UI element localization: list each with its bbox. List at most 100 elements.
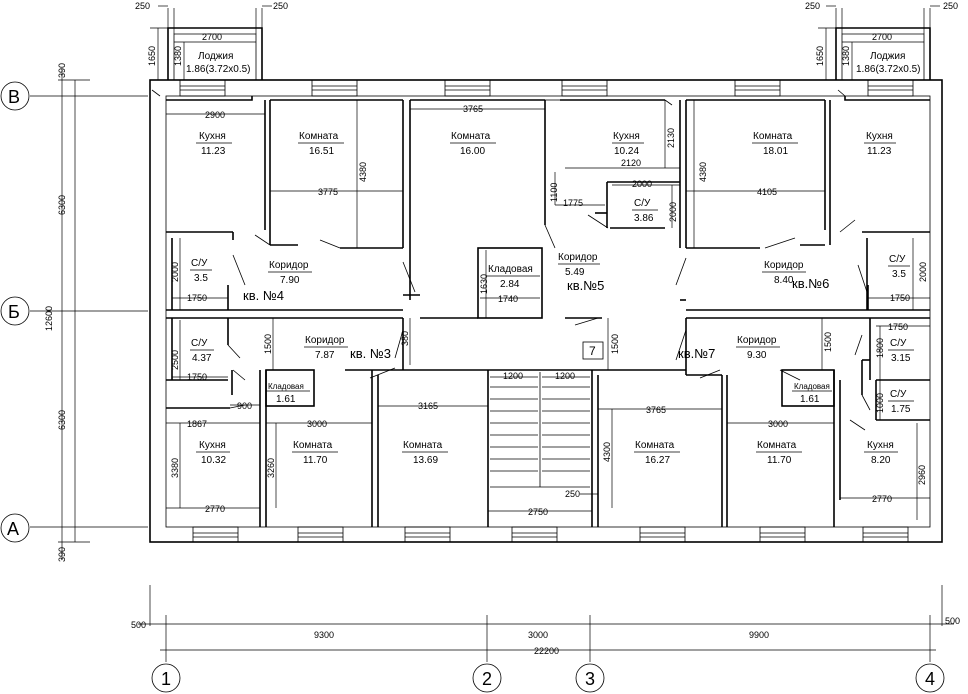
room-area-16: 1.61 <box>276 394 296 405</box>
dim-3260: 3260 <box>266 458 276 478</box>
room-name-11: Коридор <box>558 252 598 263</box>
dim-loggia-r-1650: 1650 <box>815 46 825 66</box>
dim-3000b: 3000 <box>768 419 788 429</box>
left-dimension-chain <box>30 70 148 560</box>
windows-bottom <box>192 526 909 543</box>
room-area-21: 10.32 <box>201 455 226 466</box>
dim-2770a: 2770 <box>205 504 225 514</box>
dim-3380: 3380 <box>170 458 180 478</box>
room-area-1: 11.23 <box>201 146 226 157</box>
dim-bottom-3000: 3000 <box>528 630 548 640</box>
room-name-1: Кухня <box>199 131 226 142</box>
room-area-23: 13.69 <box>413 455 438 466</box>
dim-250: 250 <box>565 489 580 499</box>
loggia-left-name: Лоджия <box>198 51 233 62</box>
axis-bubble-3 <box>575 663 605 693</box>
axis-label-3: 3 <box>585 669 595 689</box>
dim-bottom-500-right: 500 <box>945 616 960 626</box>
room-area-8: 3.5 <box>194 273 208 284</box>
stair-number: 7 <box>589 344 596 358</box>
axis-bubble-4 <box>915 663 945 693</box>
room-name-14: С/У <box>191 338 208 349</box>
axis-bubble-b <box>0 296 30 326</box>
dim-3000a: 3000 <box>307 419 327 429</box>
room-name-15: Коридор <box>305 335 345 346</box>
dim-bottom-500-left: 500 <box>131 620 146 630</box>
dim-loggia-l-250b: 250 <box>273 1 288 11</box>
room-name-19: Кладовая <box>794 382 830 391</box>
room-area-19: 1.61 <box>800 394 820 405</box>
dim-3165: 3165 <box>418 401 438 411</box>
axis-label-v: В <box>8 87 20 107</box>
dim-loggia-r-250a: 250 <box>805 1 820 11</box>
door-swings <box>151 89 871 431</box>
dim-1867: 1867 <box>187 419 207 429</box>
axis-bubble-2 <box>472 663 502 693</box>
room-area-10: 2.84 <box>500 279 520 290</box>
axis-label-4: 4 <box>925 669 935 689</box>
room-area-26: 8.20 <box>871 455 891 466</box>
axis-label-a: А <box>7 519 19 539</box>
loggia-right-name: Лоджия <box>870 51 905 62</box>
room-name-26: Кухня <box>867 440 894 451</box>
axis-label-2: 2 <box>482 669 492 689</box>
dim-loggia-l-2700: 2700 <box>202 32 222 42</box>
room-name-3: Комната <box>451 131 491 142</box>
apartment-label-5: кв.№5 <box>567 278 604 293</box>
room-area-13: 3.5 <box>892 269 906 280</box>
dim-bottom-9900: 9900 <box>749 630 769 640</box>
dim-1200a: 1200 <box>503 371 523 381</box>
stair-number-box <box>582 341 604 360</box>
dim-1500c: 1500 <box>823 332 833 352</box>
dim-1500b: 1500 <box>610 334 620 354</box>
room-area-11: 5.49 <box>565 267 585 278</box>
room-name-16: Кладовая <box>268 382 304 391</box>
dim-3765a: 3765 <box>463 104 483 114</box>
room-area-6: 11.23 <box>867 146 892 157</box>
loggia-right-area: 1.86(3.72x0.5) <box>856 64 921 75</box>
room-name-4: Кухня <box>613 131 640 142</box>
dim-1100: 1100 <box>549 183 559 202</box>
stair-treads <box>490 372 590 488</box>
room-name-13: С/У <box>889 254 906 265</box>
dim-loggia-l-1380: 1380 <box>173 46 183 66</box>
room-area-2: 16.51 <box>309 146 334 157</box>
room-area-24: 16.27 <box>645 455 670 466</box>
room-name-20: С/У <box>890 389 907 400</box>
dim-2750: 2750 <box>528 507 548 517</box>
axis-label-1: 1 <box>161 669 171 689</box>
room-area-4: 10.24 <box>614 146 639 157</box>
axis-bubble-1 <box>151 663 181 693</box>
dim-1750d: 1750 <box>888 322 908 332</box>
loggia-dims <box>150 5 940 80</box>
dim-loggia-l-250a: 250 <box>135 1 150 11</box>
dim-left-390-bot: 390 <box>57 547 67 562</box>
dim-3765b: 3765 <box>646 405 666 415</box>
dim-1500a: 1500 <box>263 334 273 354</box>
loggia-left-area: 1.86(3.72x0.5) <box>186 64 251 75</box>
room-name-25: Комната <box>757 440 797 451</box>
windows-top <box>179 79 914 97</box>
room-area-3: 16.00 <box>460 146 485 157</box>
dim-2770b: 2770 <box>872 494 892 504</box>
dim-1800: 1800 <box>875 338 885 358</box>
dim-loggia-r-250b: 250 <box>943 1 958 11</box>
room-name-5: Комната <box>753 131 793 142</box>
dim-left-390-top: 390 <box>57 63 67 78</box>
room-area-9: 7.90 <box>280 275 300 286</box>
dim-1630: 1630 <box>479 274 489 294</box>
dim-1740: 1740 <box>498 294 518 304</box>
dim-4380a: 4380 <box>358 162 368 182</box>
bottom-dimension-chain <box>138 585 954 662</box>
loggia-right <box>835 27 931 80</box>
room-name-12: Коридор <box>764 260 804 271</box>
room-name-18: С/У <box>890 338 907 349</box>
apartment-label-3: кв. №3 <box>350 346 391 361</box>
room-labels <box>190 142 914 453</box>
room-name-9: Коридор <box>269 260 309 271</box>
dim-bottom-9300: 9300 <box>314 630 334 640</box>
room-area-25: 11.70 <box>767 455 792 466</box>
axis-bubbles-cols <box>151 663 945 693</box>
